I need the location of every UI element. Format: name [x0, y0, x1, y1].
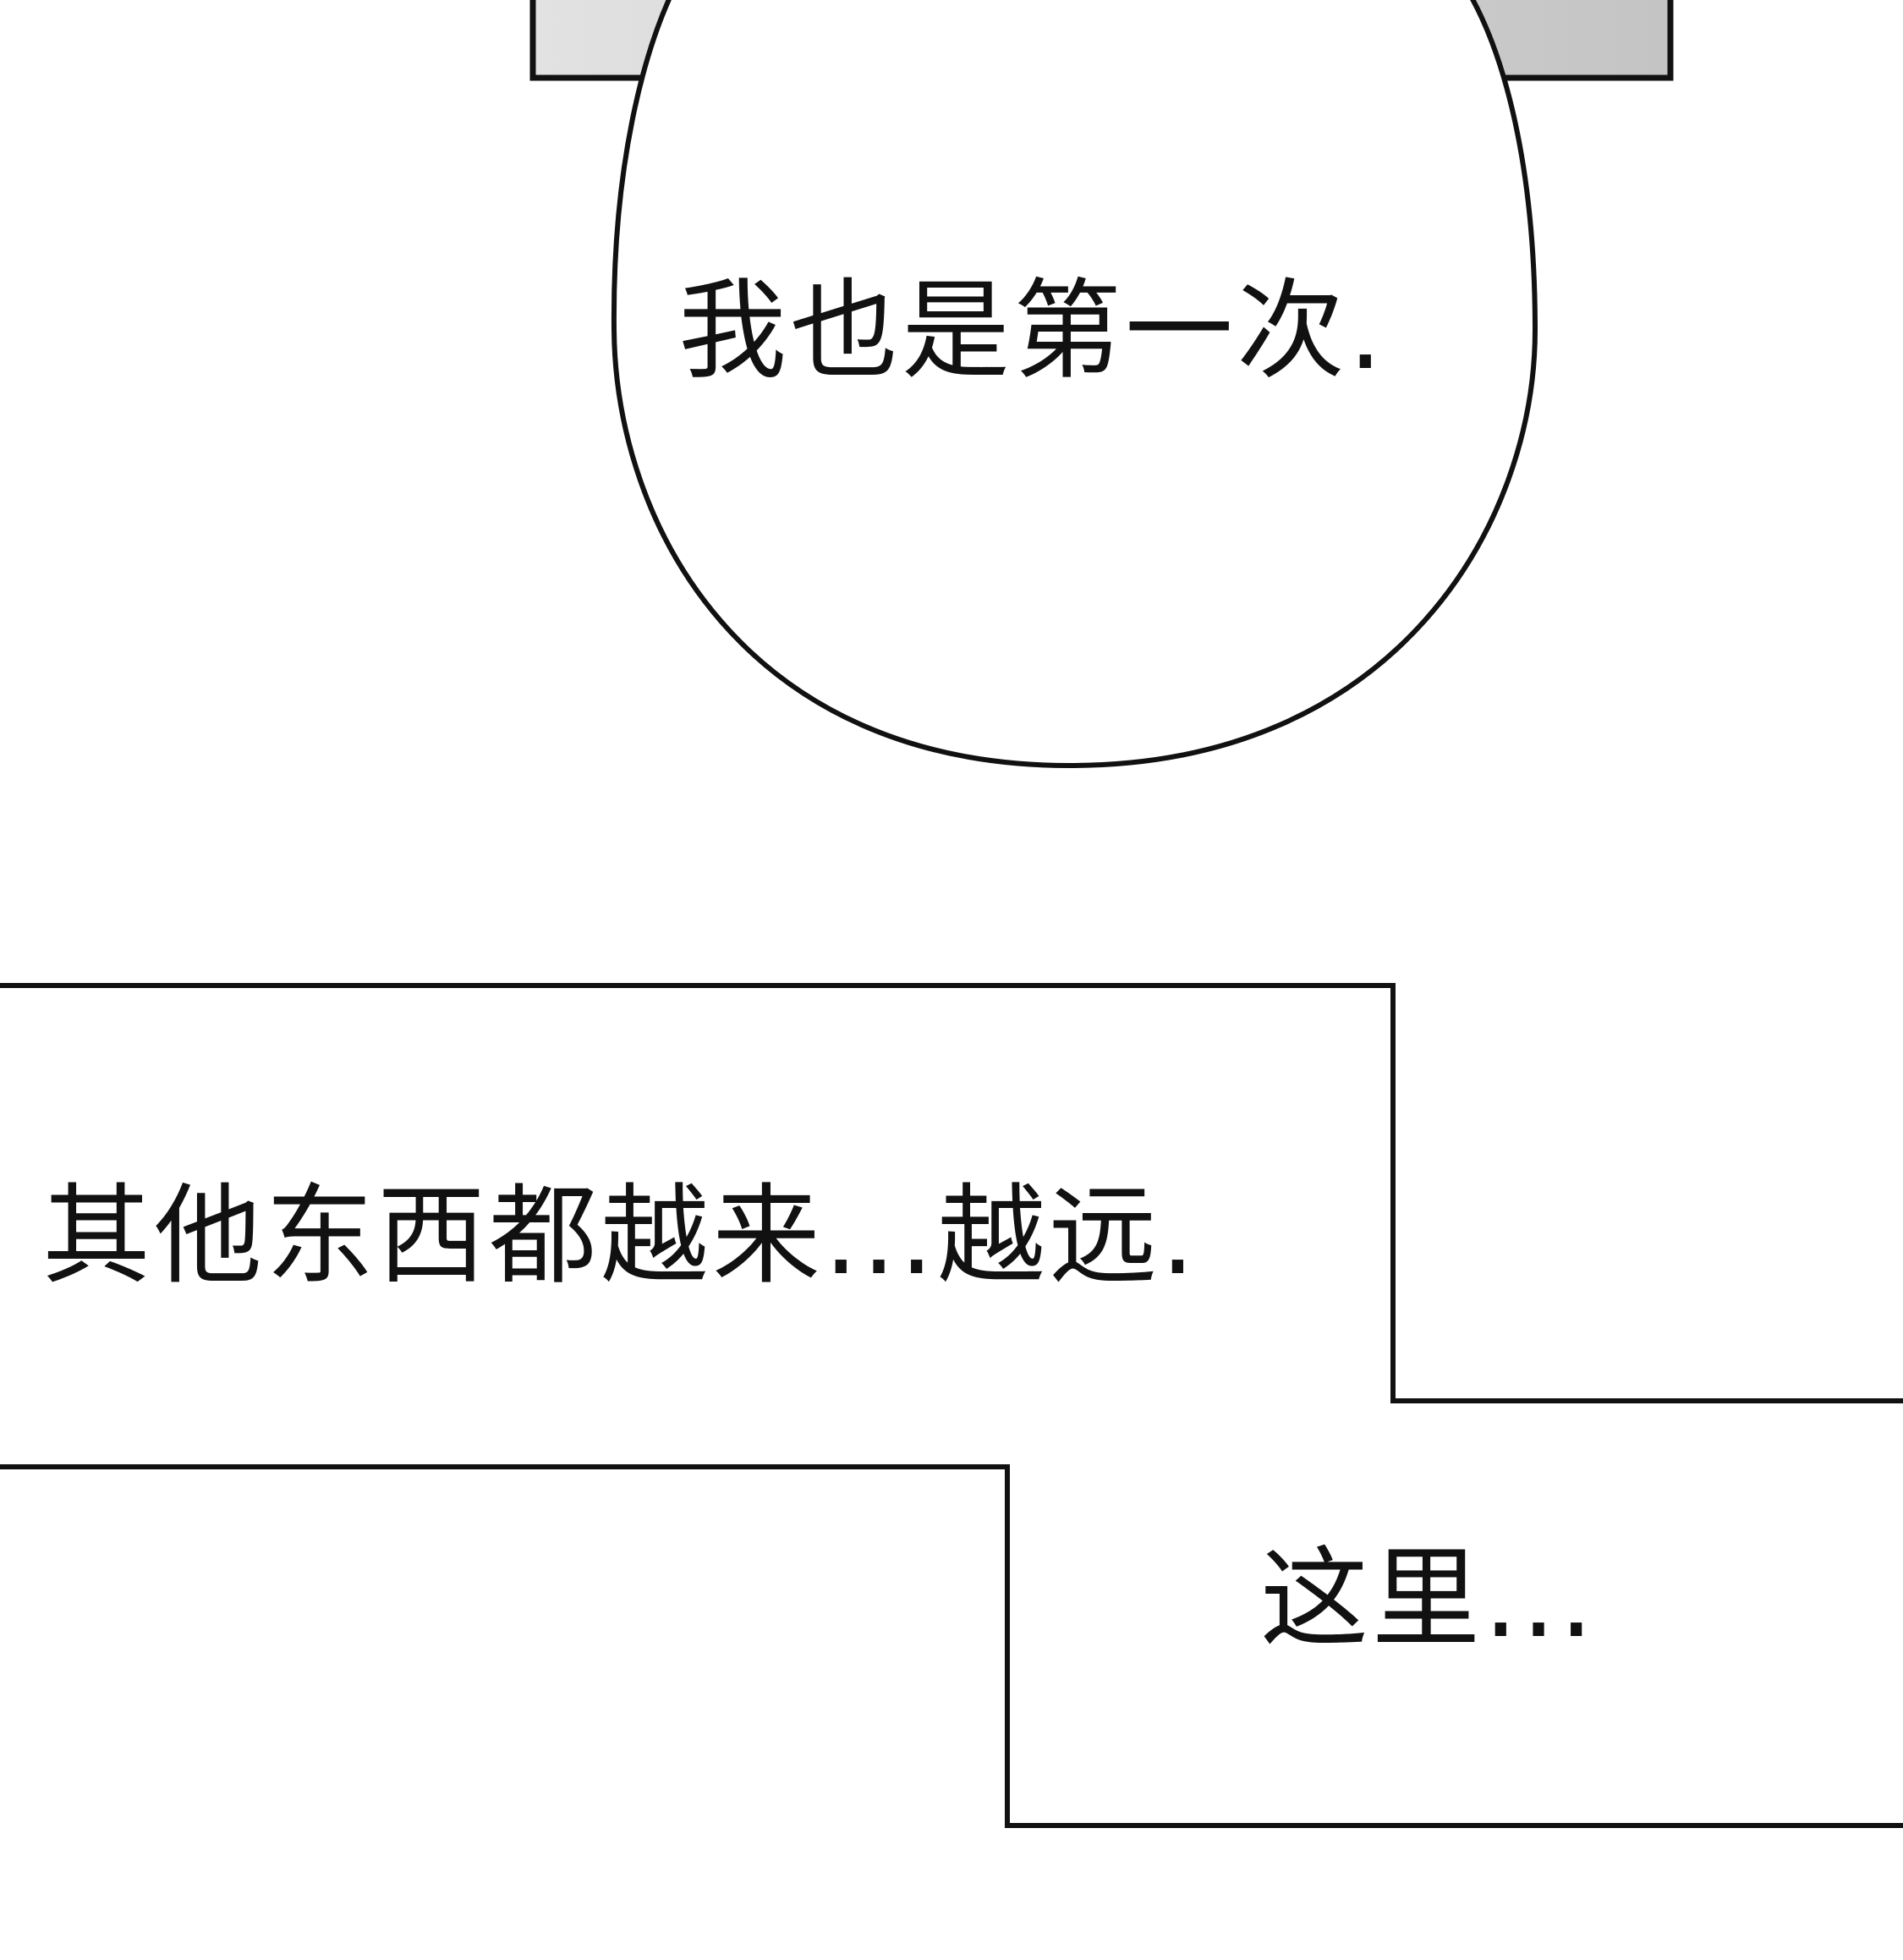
speech-bubble-text: 我也是第一次. [678, 268, 1386, 394]
caption-1-text: 其他东西都越来...越远. [42, 1173, 1198, 1299]
caption-box-2-border [0, 1464, 1903, 1828]
speech-bubble-shape [611, 0, 1538, 769]
caption-box-1-border [0, 983, 1903, 1403]
caption-2-text: 这里... [1260, 1536, 1598, 1662]
